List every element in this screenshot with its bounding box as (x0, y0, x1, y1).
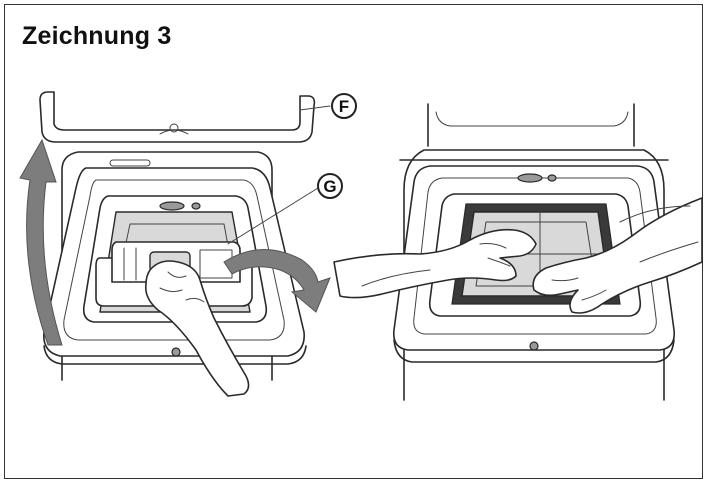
callout-g-label: G (323, 177, 336, 196)
left-washer-illustration (19, 91, 331, 397)
callout-f-circle (331, 93, 357, 119)
callout-f: F (331, 93, 357, 119)
right-washer-illustration (333, 103, 703, 401)
callout-g-circle (317, 173, 343, 199)
figure-title: Zeichnung 3 (22, 22, 172, 50)
callout-f-label: F (339, 97, 349, 116)
callout-g: G (317, 173, 343, 199)
